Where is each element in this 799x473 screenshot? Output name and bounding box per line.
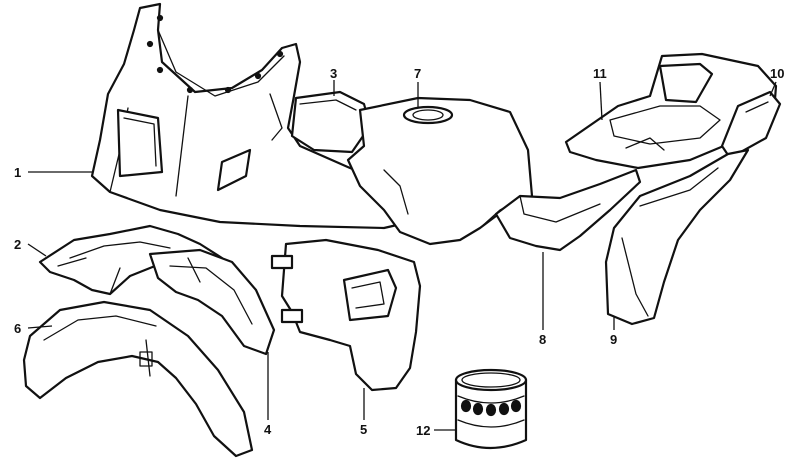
callout-10: 10 xyxy=(770,66,784,81)
callout-2: 2 xyxy=(14,237,21,252)
part-7-fuel-tank xyxy=(346,96,534,246)
leader-lines xyxy=(27,80,777,431)
callout-9: 9 xyxy=(610,332,617,347)
leader-10 xyxy=(769,81,777,97)
part-3-cover xyxy=(290,90,372,154)
part-1-front-fairing xyxy=(90,2,412,230)
callout-7: 7 xyxy=(414,66,421,81)
part-12-paint-can xyxy=(454,368,528,450)
callout-11: 11 xyxy=(593,66,607,81)
callout-4: 4 xyxy=(264,422,272,437)
callout-6: 6 xyxy=(14,321,21,336)
callout-5: 5 xyxy=(360,422,367,437)
part-4-support-bracket xyxy=(148,248,276,356)
part-10-tail-strip xyxy=(720,90,782,160)
callout-8: 8 xyxy=(539,332,546,347)
leader-11 xyxy=(599,81,603,121)
part-6-front-fender xyxy=(22,300,254,458)
callout-1: 1 xyxy=(14,165,21,180)
callout-3: 3 xyxy=(330,66,337,81)
callout-12: 12 xyxy=(416,423,430,438)
part-8-side-duct xyxy=(494,168,642,252)
leader-2 xyxy=(27,243,47,257)
part-9-rear-fender xyxy=(604,148,750,326)
part-5-side-panel xyxy=(270,238,422,392)
leader-6 xyxy=(27,325,53,329)
callout-labels: 1 2 3 4 5 6 7 8 9 10 11 12 xyxy=(14,66,784,438)
